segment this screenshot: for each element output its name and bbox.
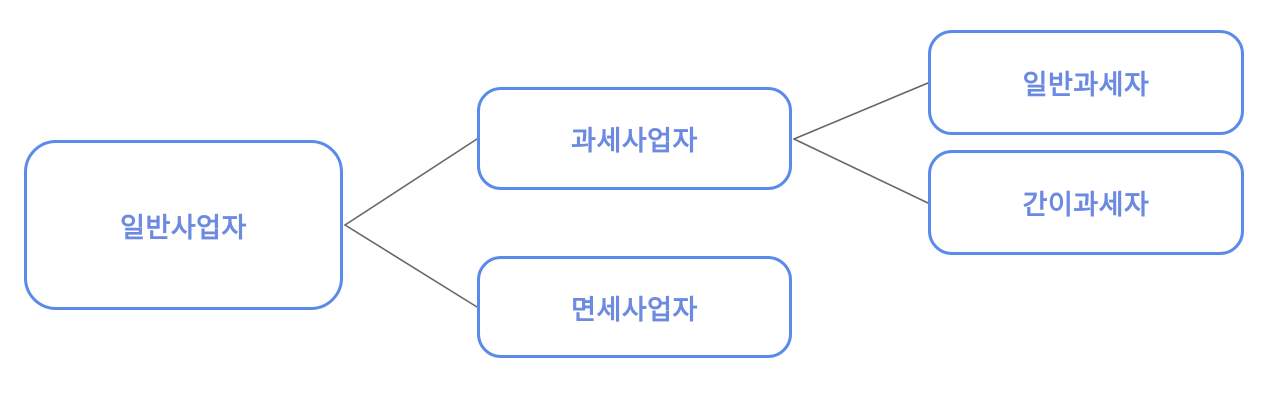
node-tax-exempt-business[interactable]: 면세사업자 <box>477 256 792 358</box>
connector-taxable-to-general-taxpayer <box>793 82 929 140</box>
node-label-general-taxpayer: 일반과세자 <box>1022 70 1150 100</box>
node-label-simplified-taxpayer: 간이과세자 <box>1022 190 1150 220</box>
node-taxable-business[interactable]: 과세사업자 <box>477 87 792 190</box>
node-simplified-taxpayer[interactable]: 간이과세자 <box>928 150 1244 255</box>
node-label-taxable-business: 과세사업자 <box>571 126 698 156</box>
connector-root-to-taxfree <box>344 224 478 308</box>
connector-taxable-to-simplified-taxpayer <box>793 138 929 204</box>
node-label-general-business: 일반사업자 <box>120 212 247 243</box>
node-general-taxpayer[interactable]: 일반과세자 <box>928 30 1244 135</box>
node-label-tax-exempt-business: 면세사업자 <box>571 294 698 325</box>
connector-root-to-taxable <box>344 138 478 226</box>
node-general-business[interactable]: 일반사업자 <box>24 140 343 310</box>
